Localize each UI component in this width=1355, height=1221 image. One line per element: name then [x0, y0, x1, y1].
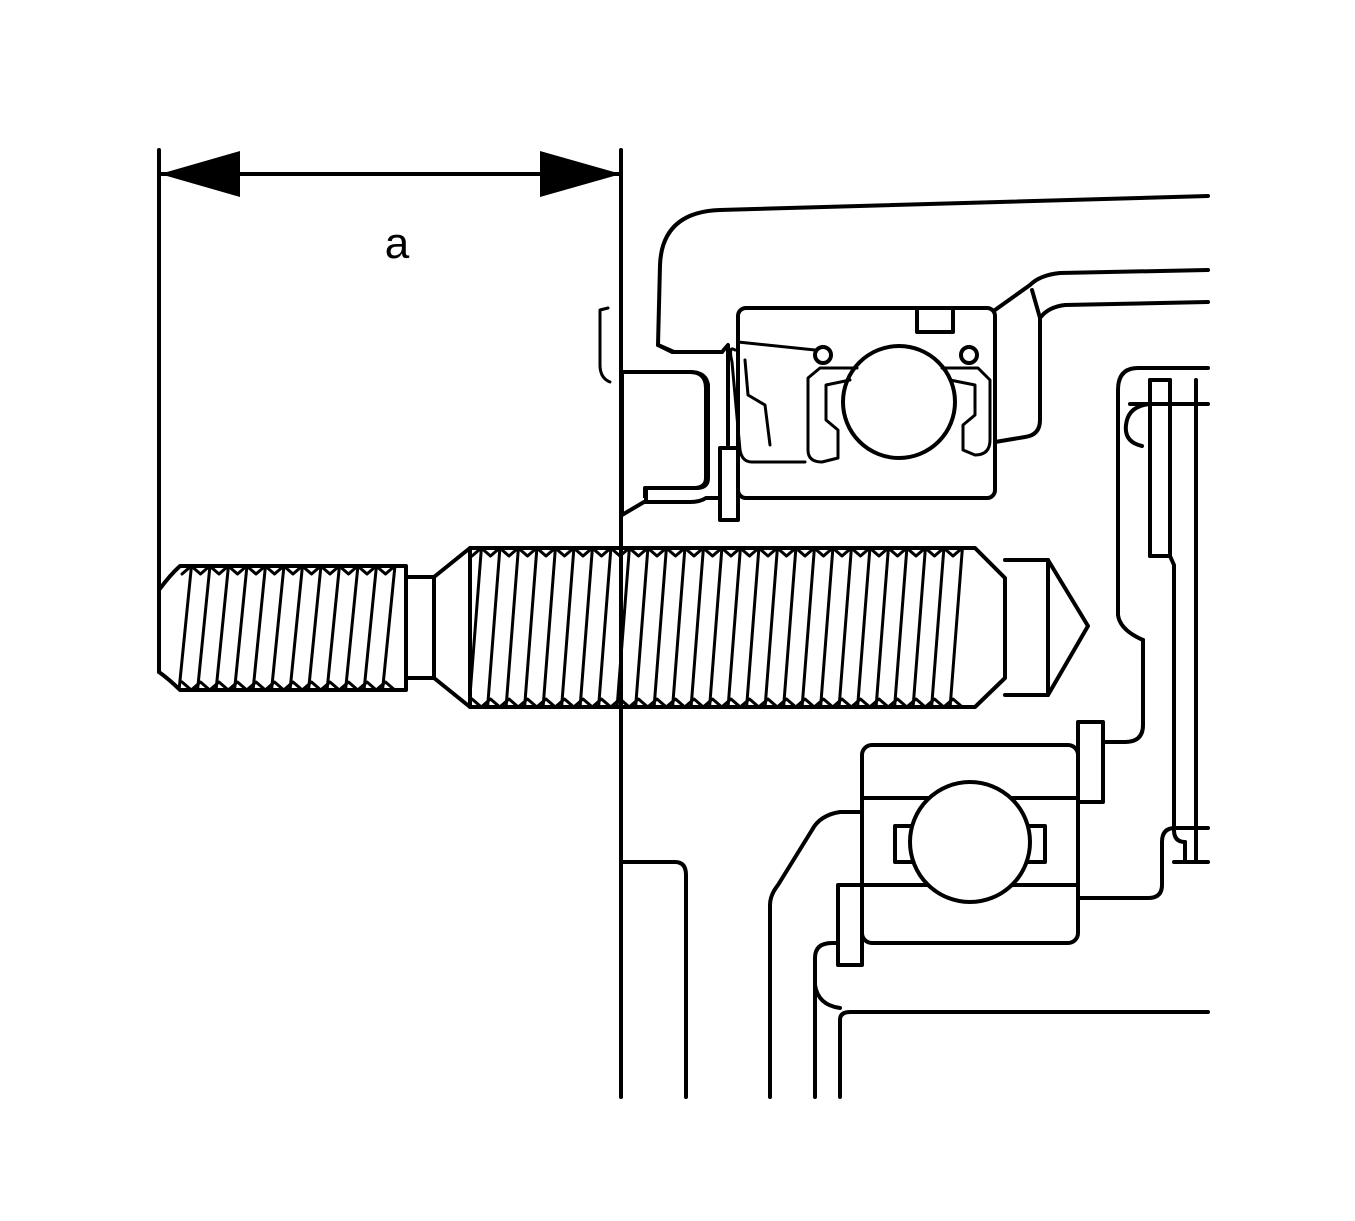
housing-lower-wall — [768, 810, 864, 1099]
upper-bearing-retainer-inner — [743, 358, 772, 447]
upper-bearing-seal-lip-right — [959, 345, 979, 365]
thread-flank — [948, 548, 964, 707]
thread-flank — [270, 566, 286, 690]
thread-flank — [819, 548, 835, 707]
thread-flank — [381, 566, 397, 690]
upper-snap-ring — [718, 446, 740, 522]
dimension-arrow-left — [160, 151, 240, 197]
lower-bearing-ball — [908, 780, 1032, 904]
thread-flank — [893, 548, 909, 707]
bolt-main-thread-body — [468, 546, 1007, 709]
shaft — [1076, 366, 1210, 900]
thread-flank — [467, 548, 483, 707]
shaft-step-lower — [1076, 826, 1210, 900]
thread-flank — [615, 548, 631, 707]
thread-flank — [578, 548, 594, 707]
thread-crest-top — [470, 546, 964, 558]
bolt-tip — [1003, 558, 1090, 697]
thread-flank — [930, 548, 946, 707]
housing-lower-inner — [813, 941, 840, 1099]
thread-flank — [233, 566, 249, 690]
bolt-left-threads — [177, 564, 397, 692]
dimension-label: a — [385, 219, 410, 268]
lower-snap-ring-right — [1076, 720, 1105, 804]
shaft-lower-inner — [1148, 554, 1187, 844]
thread-flank — [486, 548, 502, 707]
thread-flank — [837, 548, 853, 707]
bolt — [157, 546, 1090, 709]
thread-flank — [560, 548, 576, 707]
upper-bearing — [620, 306, 997, 522]
thread-flank — [671, 548, 687, 707]
dimension-a: a — [157, 148, 622, 674]
bolt-neck — [404, 546, 472, 709]
shaft-inner-step — [1123, 402, 1152, 448]
thread-flank — [911, 548, 927, 707]
housing-inner-line — [993, 268, 1210, 312]
lower-snap-ring-left — [836, 883, 864, 967]
thread-flank — [856, 548, 872, 707]
thread-flank — [874, 548, 890, 707]
thread-flank — [745, 548, 761, 707]
thread-flank — [177, 566, 193, 690]
thread-flank — [344, 566, 360, 690]
thread-flank — [288, 566, 304, 690]
thread-flank — [800, 548, 816, 707]
housing-bottom-fillet — [813, 983, 842, 1010]
thread-flank — [652, 548, 668, 707]
thread-flank — [523, 548, 539, 707]
thread-flank — [325, 566, 341, 690]
thread-flank — [307, 566, 323, 690]
thread-flank — [196, 566, 212, 690]
thread-flank — [504, 548, 520, 707]
spacer-sleeve-inner — [620, 370, 708, 504]
housing-lower-web — [619, 860, 688, 1099]
dimension-arrow-right — [540, 151, 621, 197]
thread-flank — [634, 548, 650, 707]
upper-bearing-notch — [915, 306, 955, 334]
upper-bearing-seal-left — [806, 366, 859, 464]
upper-bearing-seal-lip-left — [813, 345, 833, 365]
shaft-lower-contour — [1101, 638, 1145, 744]
upper-bearing-seal-right — [940, 366, 992, 457]
housing-inner-join — [1030, 288, 1042, 320]
thread-flank — [597, 548, 613, 707]
housing-bottom-rail — [838, 1010, 1210, 1099]
thread-flank — [782, 548, 798, 707]
thread-flank — [689, 548, 705, 707]
thread-flank — [708, 548, 724, 707]
housing-cover-top — [656, 194, 1210, 347]
thread-flank — [362, 566, 378, 690]
upper-bearing-retainer-line — [736, 340, 817, 352]
thread-crest-top — [180, 564, 397, 576]
spacer-sleeve-top — [656, 343, 724, 354]
upper-bearing-ball — [841, 344, 957, 460]
housing-lip — [598, 306, 612, 384]
thread-flank — [251, 566, 267, 690]
thread-flank — [763, 548, 779, 707]
housing — [598, 148, 1210, 1099]
shaft-outer-contour — [1116, 366, 1210, 642]
thread-flank — [541, 548, 557, 707]
thread-crest-bottom — [470, 697, 964, 709]
housing-inner-step — [993, 300, 1210, 444]
thread-flank — [726, 548, 742, 707]
bolt-main-threads — [467, 546, 964, 709]
lower-bearing — [836, 720, 1105, 967]
bolt-left-thread-body — [157, 564, 408, 692]
thread-flank — [214, 566, 230, 690]
